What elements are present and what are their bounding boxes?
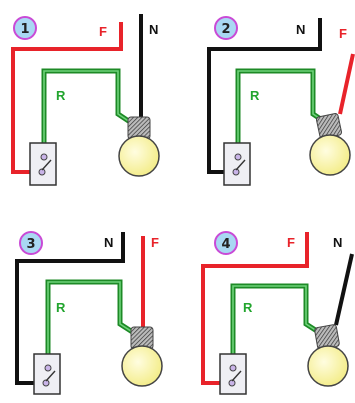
panel-4: 4 F N R bbox=[201, 231, 354, 395]
panel-4-number-badge bbox=[214, 231, 238, 255]
panel-3-number: 3 bbox=[26, 237, 35, 252]
panel-1-bulb bbox=[118, 116, 160, 177]
panel-2-neutral-label: N bbox=[296, 22, 305, 37]
panel-4-phase-wire bbox=[201, 232, 309, 385]
panel-2-neutral-wire bbox=[207, 18, 322, 174]
panel-4-number: 4 bbox=[221, 237, 230, 252]
panel-3-bulb bbox=[121, 326, 163, 387]
panel-3-return-label: R bbox=[56, 300, 66, 315]
panel-1-number-badge bbox=[13, 16, 37, 40]
panel-2: 2 N F R bbox=[207, 16, 355, 186]
panel-3-neutral-wire bbox=[15, 232, 125, 385]
panel-4-neutral-wire bbox=[334, 253, 354, 326]
panel-1-neutral-label: N bbox=[149, 22, 158, 37]
panel-3: 3 N F R bbox=[15, 231, 163, 395]
panel-3-phase-label: F bbox=[151, 235, 159, 250]
panel-1-phase-wire bbox=[11, 22, 123, 174]
panel-1: 1 F N R bbox=[11, 14, 160, 186]
panel-3-switch bbox=[33, 353, 61, 395]
panel-2-number-badge bbox=[214, 16, 238, 40]
panel-4-bulb bbox=[307, 324, 349, 387]
panel-2-switch bbox=[223, 142, 251, 186]
panel-1-switch bbox=[29, 142, 57, 186]
panel-4-return-label: R bbox=[243, 300, 253, 315]
panel-4-switch bbox=[219, 353, 247, 395]
panel-3-neutral-label: N bbox=[104, 235, 113, 250]
panel-4-phase-label: F bbox=[287, 235, 295, 250]
panel-1-return-label: R bbox=[56, 88, 66, 103]
panel-2-number: 2 bbox=[221, 22, 230, 37]
panel-1-number: 1 bbox=[20, 22, 29, 37]
panel-4-neutral-label: N bbox=[333, 235, 342, 250]
panel-3-number-badge bbox=[19, 231, 43, 255]
panel-2-phase-label: F bbox=[339, 26, 347, 41]
panel-1-phase-label: F bbox=[99, 24, 107, 39]
panel-2-bulb bbox=[309, 113, 351, 176]
panel-2-phase-wire bbox=[338, 53, 355, 115]
panel-2-return-label: R bbox=[250, 88, 260, 103]
